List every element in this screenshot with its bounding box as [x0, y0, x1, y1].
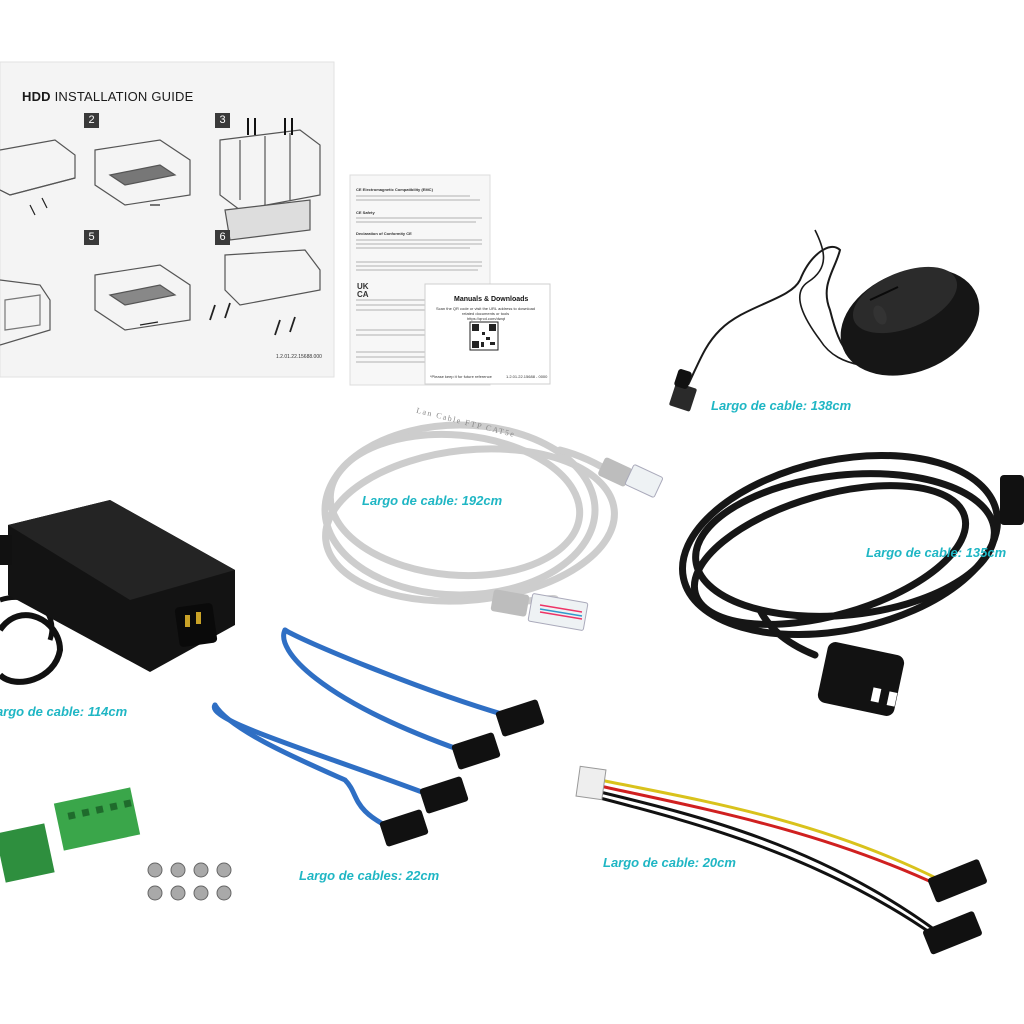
iec-plug — [817, 642, 905, 716]
manual-card-line2: related documents or tools — [462, 311, 510, 316]
ukca-mark: UK CA — [357, 282, 369, 299]
sata-connectors — [379, 699, 545, 847]
guide-step-3: 3 — [215, 113, 230, 128]
manual-card-footer-right: 1.2.01.22.15688 - 0000 — [506, 374, 548, 379]
guide-illustration-4 — [0, 279, 51, 346]
manuals-downloads-card — [424, 283, 551, 385]
manual-card-url: https://qrcd.com/dwqt — [467, 316, 506, 321]
splitter-connectors — [575, 765, 987, 955]
guide-step-5: 5 — [84, 230, 99, 245]
safety-heading: CE Safety — [356, 210, 375, 215]
adapter-cable-length-label: Largo de cable: 114cm — [0, 704, 128, 719]
guide-illustration-1 — [0, 139, 76, 216]
qr-code-icon — [469, 321, 499, 351]
rj45-connector-bottom — [490, 589, 589, 631]
guide-code: 1.2.01.22.15688.000 — [276, 354, 322, 360]
guide-step-2: 2 — [84, 113, 99, 128]
sata-cables — [211, 627, 508, 833]
usb-mouse — [669, 229, 980, 412]
guide-illustration-2 — [94, 139, 191, 206]
rj45-connector-top — [598, 457, 663, 498]
ac-power-cord — [679, 451, 1001, 659]
sata-cable-length-label: Largo de cables: 22cm — [299, 868, 440, 883]
guide-title: HDD INSTALLATION GUIDE — [22, 89, 194, 104]
terminal-blocks — [0, 787, 141, 883]
mouse-cable-length-label: Largo de cable: 138cm — [711, 398, 852, 413]
molex-to-sata-splitter — [598, 778, 942, 938]
power-cord-length-label: Largo de cable: 135cm — [866, 545, 1007, 560]
guide-illustration-5 — [94, 264, 191, 331]
conformity-heading: Declaration of Conformity CE — [356, 231, 412, 236]
guide-illustration-6 — [209, 249, 321, 336]
power-cord-plug-end — [1000, 475, 1024, 525]
manual-card-footer-left: *Please keep it for future reference — [430, 374, 492, 379]
emc-heading: CE Electromagnetic Compatibility (EMC) — [356, 187, 433, 192]
splitter-cable-length-label: Largo de cable: 20cm — [603, 855, 736, 870]
manual-card-title: Manuals & Downloads — [454, 296, 529, 303]
hdd-installation-guide-sheet — [0, 61, 335, 378]
power-adapter — [0, 500, 235, 685]
lan-cable-length-label: Largo de cable: 192cm — [362, 493, 503, 508]
lan-cable — [321, 421, 619, 605]
manual-card-line1: Scan the QR code or visit the URL addres… — [436, 306, 536, 311]
guide-illustration-3 — [219, 118, 321, 241]
screws — [147, 862, 232, 901]
guide-step-6: 6 — [215, 230, 230, 245]
